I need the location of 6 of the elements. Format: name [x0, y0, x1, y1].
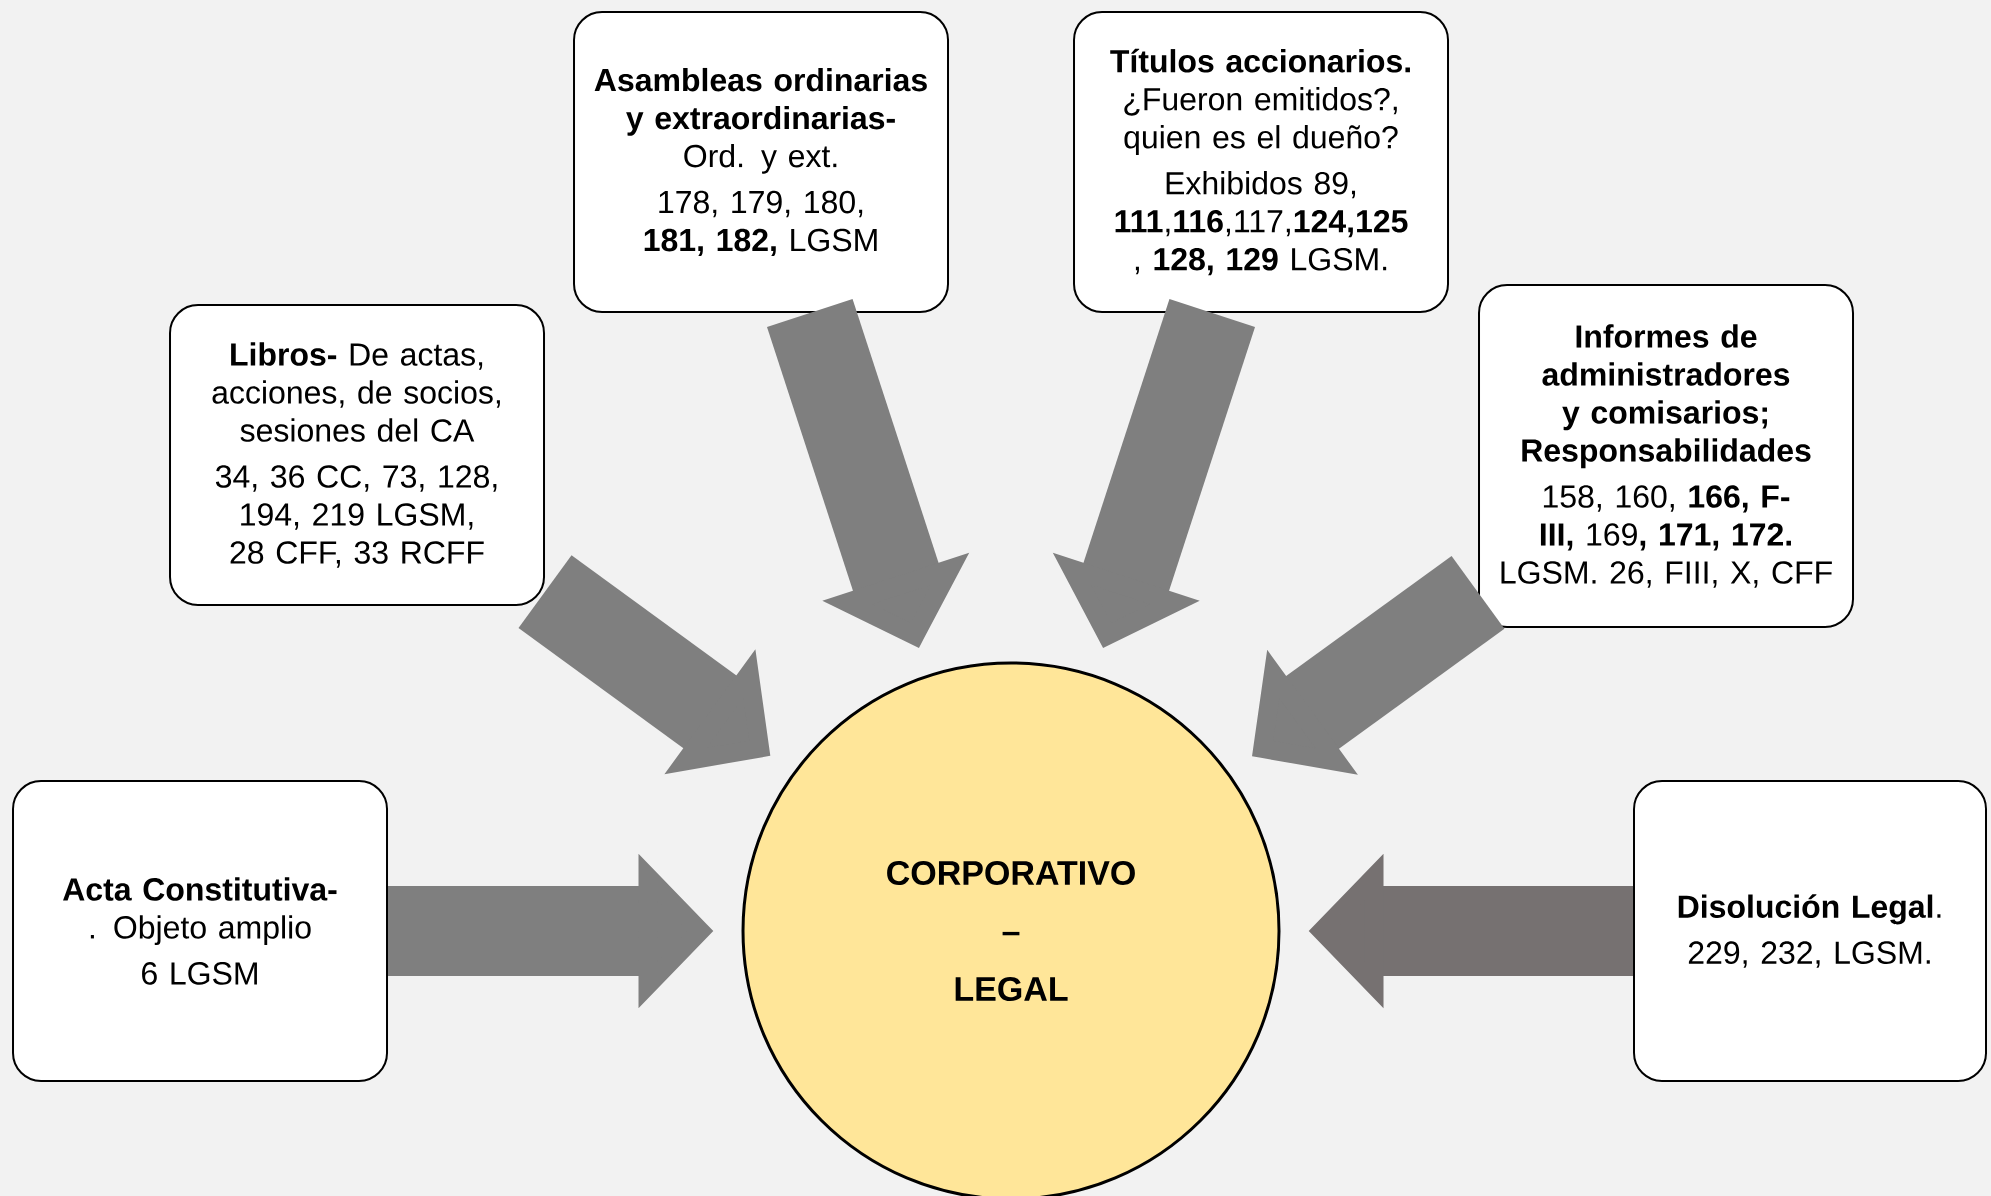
text-box: Informes de administradores y comisarios; Responsabilidades 158, 160, 166, F-III, 169, 171, 172. LGSM. 26, FIII, X, CFF	[1478, 284, 1854, 628]
text-box: Acta Constitutiva-. Objeto amplio 6 LGSM	[12, 780, 388, 1082]
text-box: Títulos accionarios. ¿Fueron emitidos?, quien es el dueño? Exhibidos 89, 111,116,117,124,125 , 128, 129 LGSM.	[1073, 11, 1449, 313]
text-box: Libros- De actas, acciones, de socios, sesiones del CA 34, 36 CC, 73, 128, 194, 219 LGSM, 28 CFF, 33 RCFF	[169, 304, 545, 606]
text-box: Disolución Legal. 229, 232, LGSM.	[1633, 780, 1987, 1082]
text-box: Asambleas ordinarias y extraordinarias- Ord. y ext. 178, 179, 180, 181, 182, LGSM	[573, 11, 949, 313]
